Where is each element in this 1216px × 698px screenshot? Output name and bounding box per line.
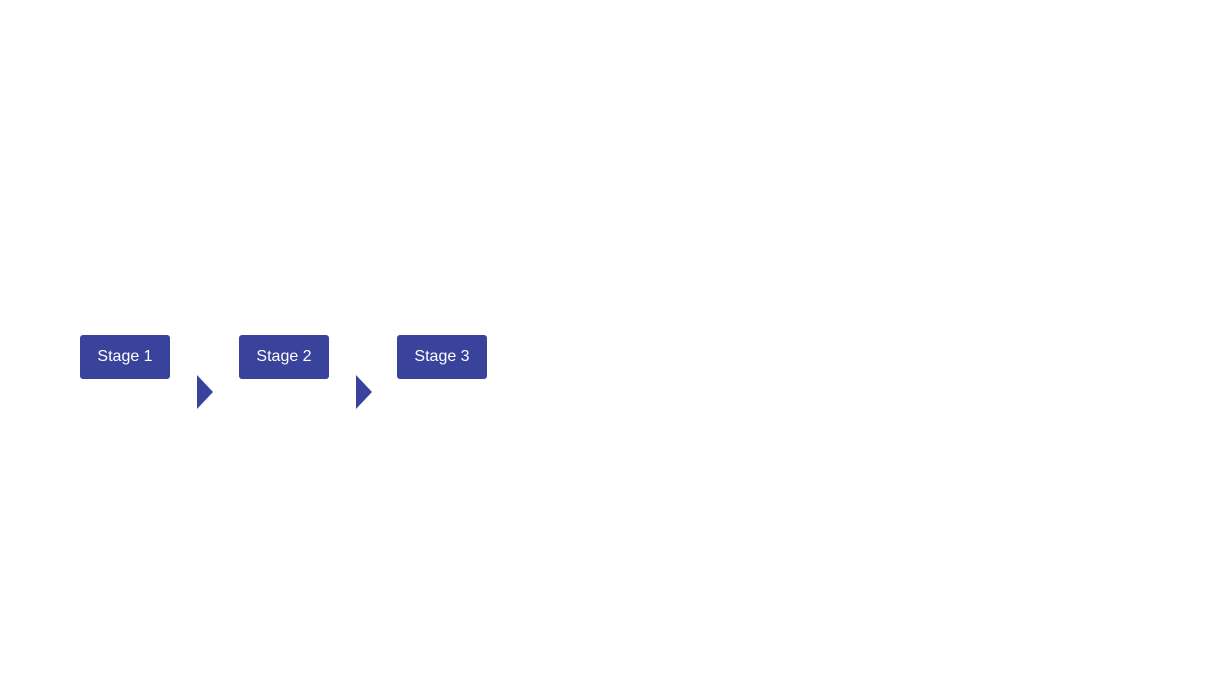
stage-2-box: Stage 2 bbox=[239, 335, 329, 379]
stage-3-box: Stage 3 bbox=[397, 335, 487, 379]
stage-1-box: Stage 1 bbox=[80, 335, 170, 379]
stage-3-label: Stage 3 bbox=[414, 348, 470, 365]
triangle-right-icon bbox=[356, 375, 372, 409]
triangle-right-icon bbox=[197, 375, 213, 409]
stage-2-label: Stage 2 bbox=[256, 348, 312, 365]
stage-1-label: Stage 1 bbox=[97, 348, 153, 365]
